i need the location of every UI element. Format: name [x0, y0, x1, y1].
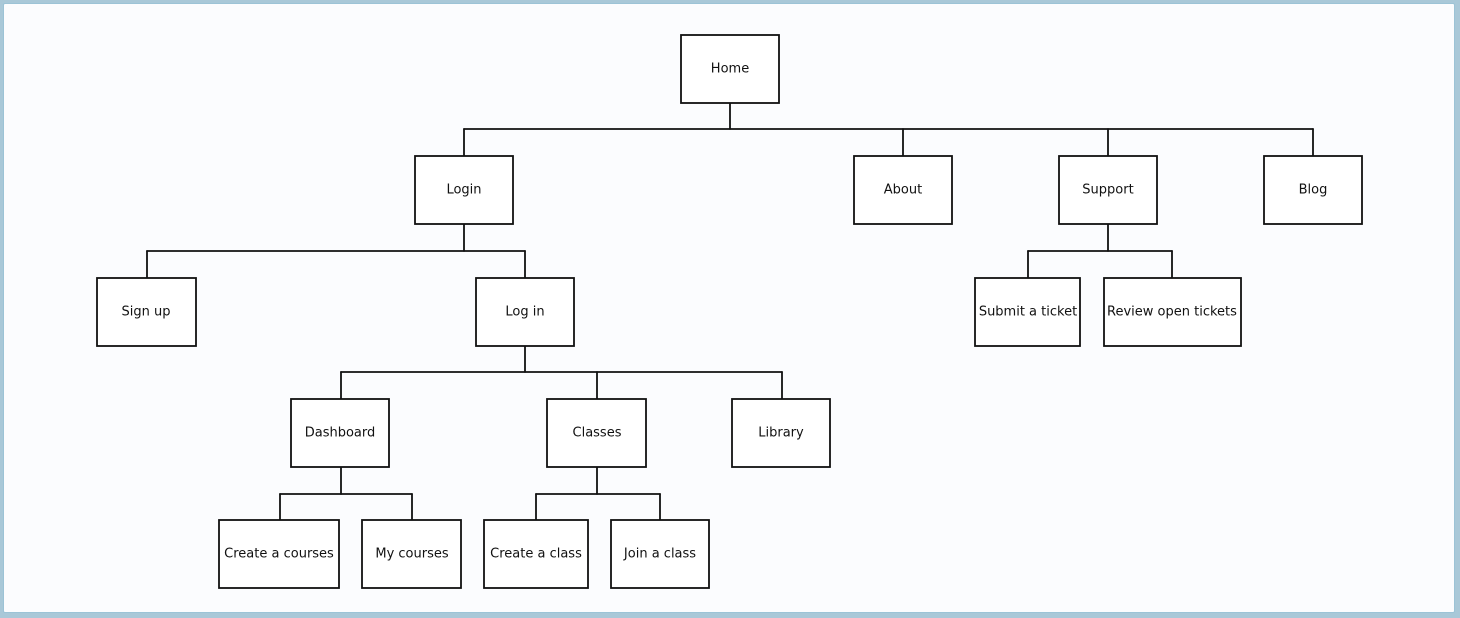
node-log-in-label: Log in	[505, 305, 544, 320]
node-dashboard-label: Dashboard	[305, 426, 376, 441]
node-dashboard[interactable]: Dashboard	[290, 398, 390, 468]
node-my-courses[interactable]: My courses	[361, 519, 462, 589]
node-login[interactable]: Login	[414, 155, 514, 225]
node-home-label: Home	[711, 62, 749, 77]
node-support-label: Support	[1082, 183, 1133, 198]
node-submit-ticket-label: Submit a ticket	[979, 305, 1077, 320]
connectors	[146, 102, 1314, 521]
node-create-courses[interactable]: Create a courses	[218, 519, 340, 589]
node-review-tickets[interactable]: Review open tickets	[1103, 277, 1242, 347]
node-review-tickets-label: Review open tickets	[1107, 305, 1237, 320]
node-blog-label: Blog	[1299, 183, 1328, 198]
node-library[interactable]: Library	[731, 398, 831, 468]
node-log-in[interactable]: Log in	[475, 277, 575, 347]
node-blog[interactable]: Blog	[1263, 155, 1363, 225]
node-my-courses-label: My courses	[375, 547, 448, 562]
node-submit-ticket[interactable]: Submit a ticket	[974, 277, 1081, 347]
node-home[interactable]: Home	[680, 34, 780, 104]
node-about[interactable]: About	[853, 155, 953, 225]
node-join-class[interactable]: Join a class	[610, 519, 710, 589]
node-create-courses-label: Create a courses	[224, 547, 334, 562]
node-support[interactable]: Support	[1058, 155, 1158, 225]
node-classes[interactable]: Classes	[546, 398, 647, 468]
node-create-class-label: Create a class	[490, 547, 582, 562]
node-classes-label: Classes	[573, 426, 622, 441]
node-sign-up-label: Sign up	[122, 305, 171, 320]
node-join-class-label: Join a class	[623, 547, 696, 562]
node-create-class[interactable]: Create a class	[483, 519, 589, 589]
node-login-label: Login	[446, 183, 481, 198]
node-about-label: About	[884, 183, 922, 198]
node-sign-up[interactable]: Sign up	[96, 277, 197, 347]
node-library-label: Library	[758, 426, 804, 441]
